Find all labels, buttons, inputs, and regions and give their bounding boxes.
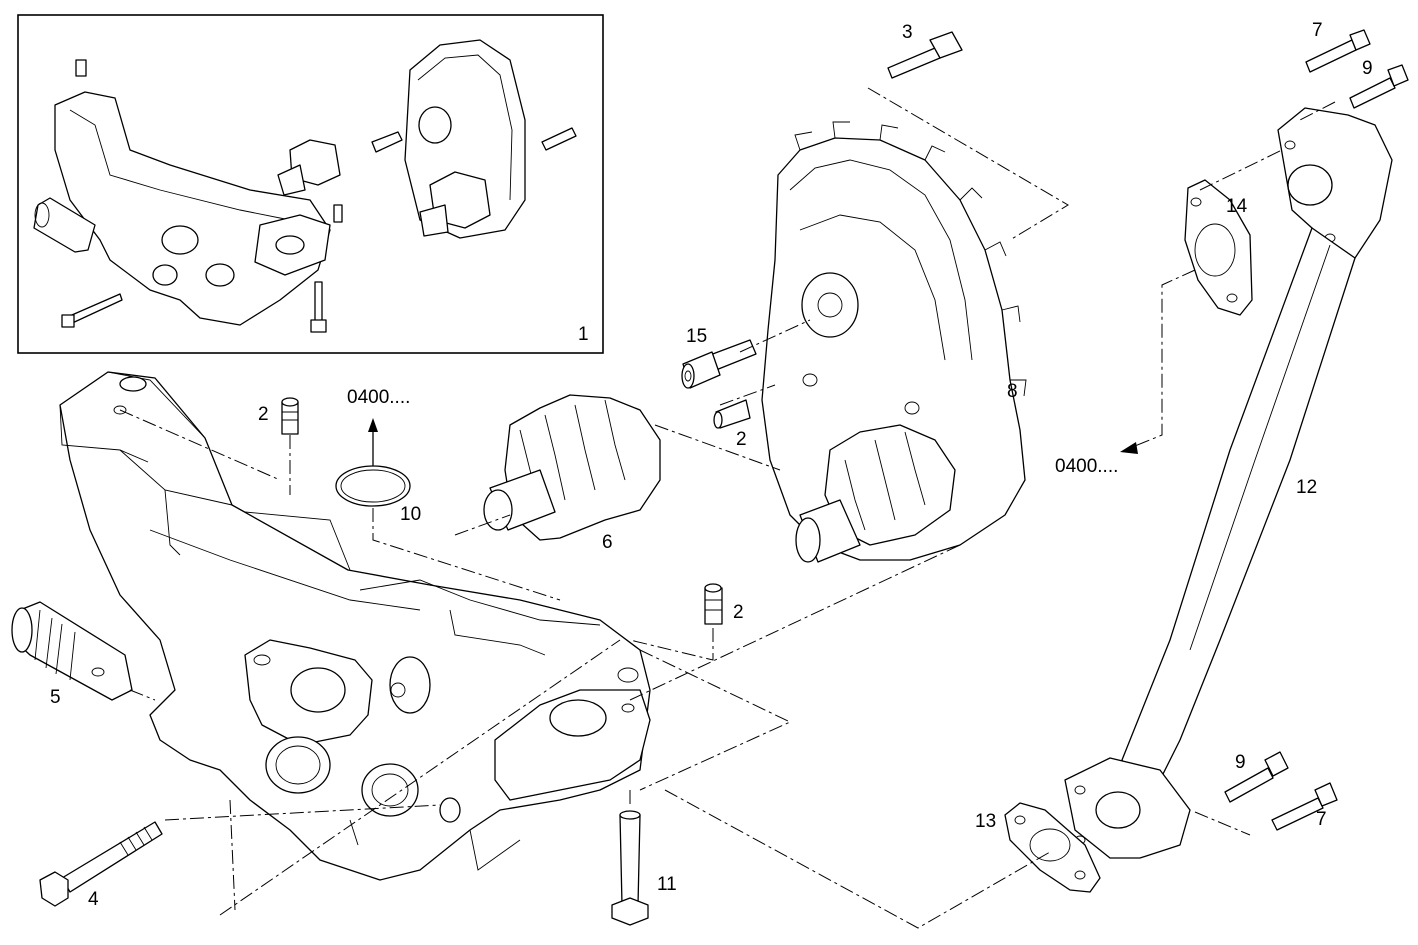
label-9-top: 9 <box>1362 58 1373 79</box>
label-8: 8 <box>1007 381 1018 402</box>
label-2c: 2 <box>733 602 744 623</box>
pump-cover-gear: 8 <box>761 121 1027 563</box>
spring-pin-top: 2 <box>258 397 299 435</box>
ref-top: 0400.... <box>347 387 410 408</box>
gasket-14: 14 <box>1184 179 1253 316</box>
bolts-upper-right: 7 9 <box>1305 20 1409 109</box>
spring-pin-middle: 2 <box>704 583 744 625</box>
label-6: 6 <box>602 532 613 553</box>
gasket-13: 13 <box>975 802 1101 893</box>
inset-panel: 1 <box>17 14 604 354</box>
label-2b: 2 <box>736 429 747 450</box>
label-2a: 2 <box>258 404 269 425</box>
label-5: 5 <box>50 687 61 708</box>
label-11: 11 <box>657 874 677 895</box>
driven-gear: 6 <box>483 394 661 553</box>
bolt-top: 3 <box>887 22 963 79</box>
label-4: 4 <box>88 889 99 910</box>
label-14: 14 <box>1226 196 1248 217</box>
assembly-lines <box>119 87 1336 929</box>
bolt-long: 4 <box>39 821 163 910</box>
spring-pin-right: 2 <box>713 399 751 450</box>
label-7-top: 7 <box>1312 20 1323 41</box>
valve-assembly: 5 <box>11 601 133 708</box>
cap-screw: 15 <box>681 326 757 389</box>
o-ring: 0400.... 10 <box>335 387 421 525</box>
ref-right-arrow: 0400.... <box>1055 269 1196 477</box>
label-12: 12 <box>1296 477 1317 498</box>
label-9-bottom: 9 <box>1235 752 1246 773</box>
label-15: 15 <box>686 326 707 347</box>
label-10: 10 <box>400 504 421 525</box>
label-3: 3 <box>902 22 913 43</box>
pump-housing <box>59 371 651 881</box>
label-13: 13 <box>975 811 996 832</box>
suction-pipe: 12 <box>1064 107 1393 859</box>
label-7-bottom: 7 <box>1316 809 1327 830</box>
stud: 11 <box>611 810 677 926</box>
bolts-lower-right: 9 7 <box>1224 751 1338 831</box>
label-1: 1 <box>578 324 589 345</box>
ref-right: 0400.... <box>1055 456 1118 477</box>
